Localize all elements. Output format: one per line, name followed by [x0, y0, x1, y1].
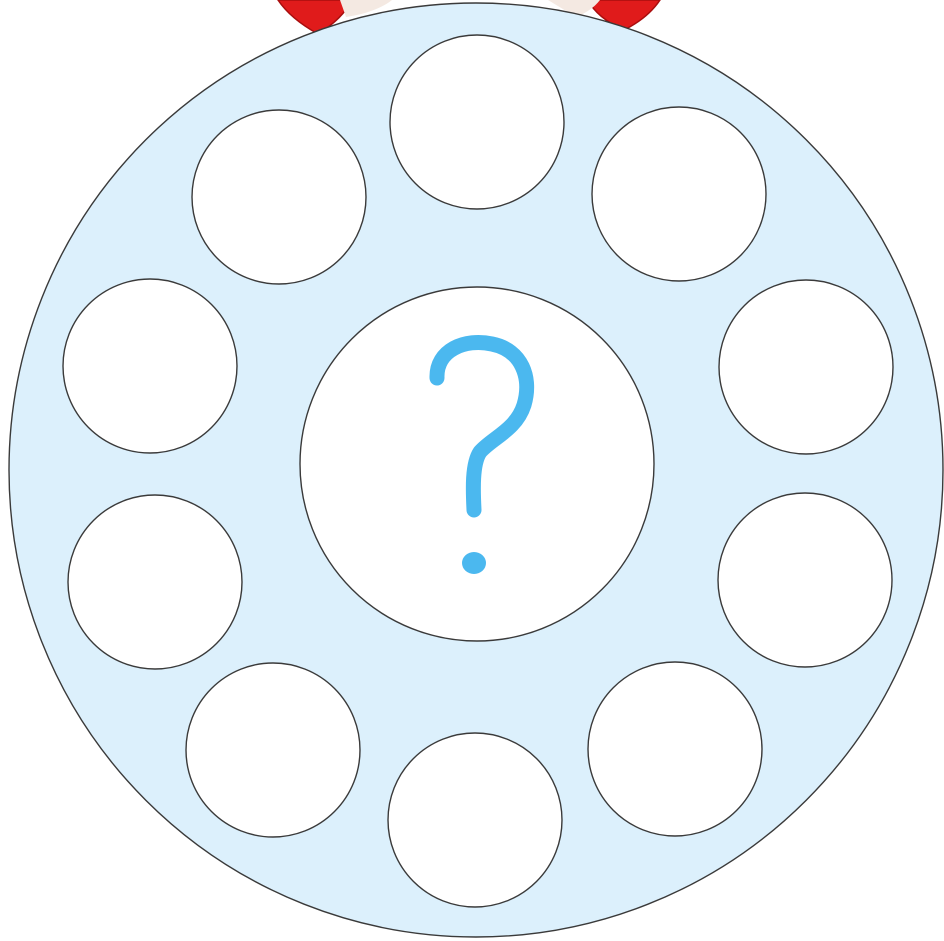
slot-circle-6[interactable] — [388, 733, 562, 907]
slot-circle-4[interactable] — [718, 493, 892, 667]
slot-circle-7[interactable] — [186, 663, 360, 837]
question-mark-dot — [462, 552, 486, 574]
slot-circle-10[interactable] — [192, 110, 366, 284]
slot-circle-1[interactable] — [390, 35, 564, 209]
slot-circle-8[interactable] — [68, 495, 242, 669]
slot-circle-2[interactable] — [592, 107, 766, 281]
slot-circle-9[interactable] — [63, 279, 237, 453]
slot-circle-3[interactable] — [719, 280, 893, 454]
slot-circle-5[interactable] — [588, 662, 762, 836]
